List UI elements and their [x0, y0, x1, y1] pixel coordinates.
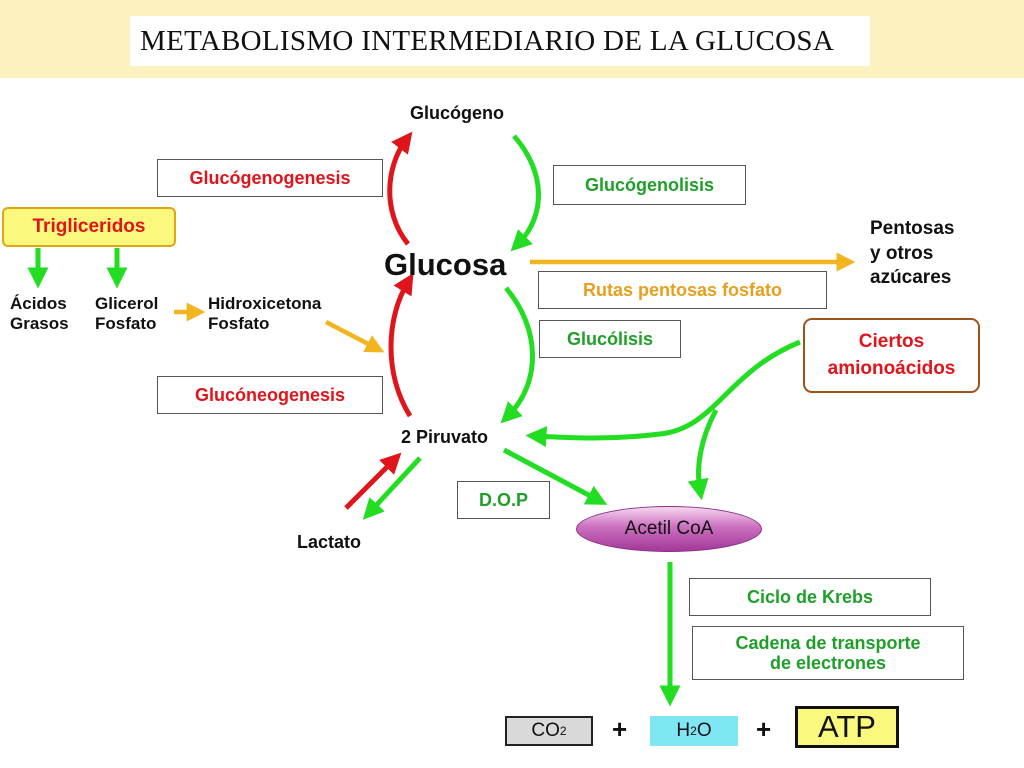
fatty-acids-line-1: Ácidos — [10, 294, 67, 313]
glycerol-phosphate-line-1: Glicerol — [95, 294, 159, 313]
node-glycerol-phosphate: Glicerol Fosfato — [95, 294, 158, 335]
fatty-acids-line-2: Grasos — [10, 314, 69, 334]
arrow-pyruvate-to-lactate — [362, 456, 422, 520]
arrow-aminoacids-to-acetyl-coa — [687, 408, 719, 501]
arrow-gluconeogenesis — [388, 273, 414, 418]
node-acetyl-coa: Acetil CoA — [576, 506, 762, 552]
electron-transport-line-1: Cadena de transporte — [735, 632, 921, 653]
diagram-title: METABOLISMO INTERMEDIARIO DE LA GLUCOSA — [140, 24, 835, 57]
glycerol-phosphate-line-2: Fosfato — [95, 314, 157, 334]
arrow-glucogenogenesis — [387, 131, 413, 246]
pentoses-line-3: azúcares — [870, 267, 952, 289]
node-triglycerides: Trigliceridos — [2, 207, 176, 247]
pentoses-line-2: y otros — [870, 242, 934, 264]
hydroxyacetone-line-2: Fosfato — [208, 314, 270, 334]
node-glucose: Glucosa — [384, 247, 507, 282]
arrow-hydroxyacetone-to-gluconeogenesis — [324, 320, 385, 353]
process-krebs-cycle: Ciclo de Krebs — [689, 578, 931, 616]
product-atp: ATP — [795, 706, 899, 748]
arrow-glucogenolisis — [510, 134, 541, 252]
node-fatty-acids: Ácidos Grasos — [10, 294, 69, 335]
amino-acids-line-2: amionoácidos — [827, 357, 956, 379]
node-pyruvate: 2 Piruvato — [401, 427, 489, 447]
amino-acids-line-1: Ciertos — [858, 330, 925, 352]
title-banner: METABOLISMO INTERMEDIARIO DE LA GLUCOSA — [0, 0, 1024, 78]
process-glycogenesis: Glucógenogenesis — [157, 159, 383, 197]
arrow-lactate-to-pyruvate — [344, 452, 402, 510]
node-amino-acids: Ciertos amionoácidos — [803, 318, 980, 393]
process-dop: D.O.P — [457, 481, 550, 519]
node-hydroxyacetone-phosphate: Hidroxicetona Fosfato — [208, 294, 321, 335]
pentoses-line-1: Pentosas — [870, 218, 955, 239]
arrow-aminoacids-to-pyruvate — [525, 339, 801, 448]
process-gluconeogenesis: Glucóneogenesis — [157, 376, 383, 414]
plus-sign-2: + — [756, 714, 772, 744]
process-glycolysis: Glucólisis — [539, 320, 681, 358]
electron-transport-line-2: de electrones — [769, 653, 887, 673]
node-glycogen: Glucógeno — [410, 103, 504, 123]
arrow-pyruvate-to-acetyl-coa — [502, 447, 608, 505]
process-pentose-phosphate: Rutas pentosas fosfato — [538, 271, 827, 309]
plus-sign-1: + — [612, 714, 628, 744]
process-electron-transport: Cadena de transporte de electrones — [692, 626, 964, 680]
hydroxyacetone-line-1: Hidroxicetona — [208, 294, 322, 313]
arrow-glucolisis — [500, 286, 535, 424]
node-pentoses: Pentosas y otros azúcares — [870, 217, 954, 291]
node-lactate: Lactato — [297, 532, 362, 552]
process-glycogenolysis: Glucógenolisis — [553, 165, 746, 205]
title-box: METABOLISMO INTERMEDIARIO DE LA GLUCOSA — [130, 16, 870, 66]
